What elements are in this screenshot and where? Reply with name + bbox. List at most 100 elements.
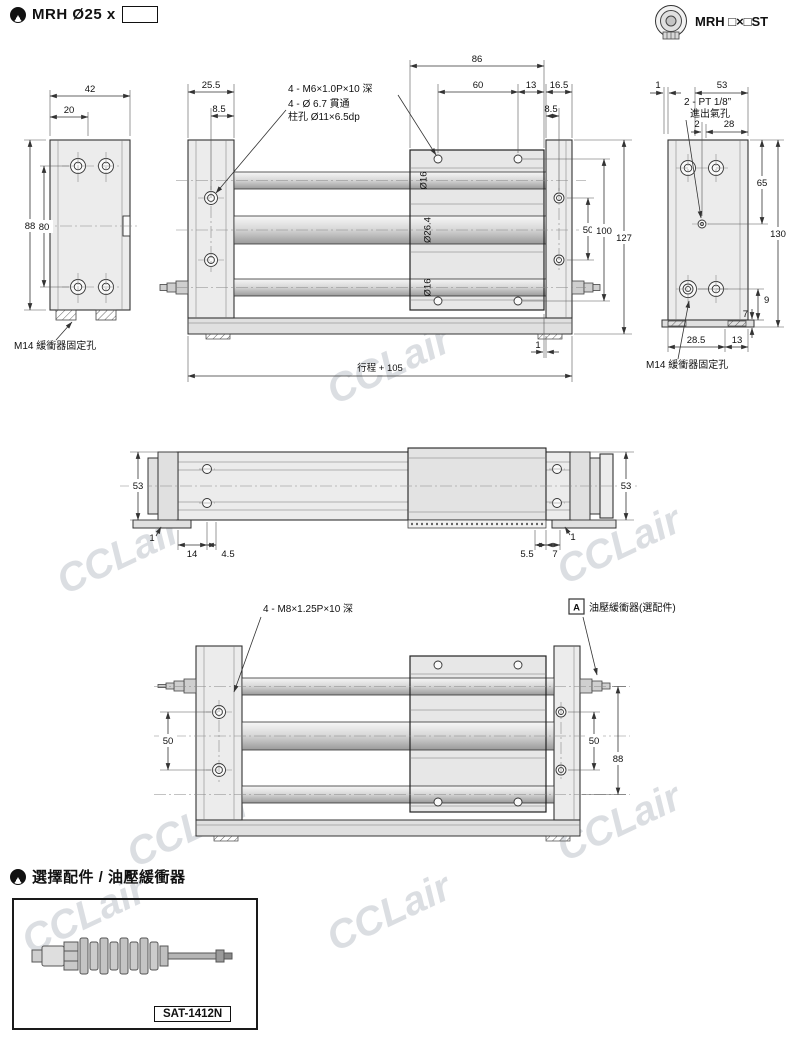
leader-line (215, 109, 287, 194)
dim-28: 28 (724, 119, 735, 130)
note-through-hole-line1: 4 - Ø 6.7 貫通 (288, 98, 350, 110)
shock-absorber-right (579, 678, 611, 694)
note-m14-cushion-hole: M14 緩衝器固定孔 (646, 358, 728, 371)
note-through-hole-line2: 柱孔 Ø11×6.5dp (288, 110, 360, 123)
leader-line (55, 321, 73, 341)
dim-8-5-left: 8.5 (212, 104, 225, 115)
leader-line (233, 616, 262, 693)
dim-5-5: 5.5 (520, 549, 533, 560)
dimensions: 42 20 88 80 (21, 84, 131, 311)
dim-60: 60 (473, 80, 484, 91)
dim-53-left: 53 (133, 481, 144, 492)
dim-20: 20 (64, 105, 75, 116)
mount-foot (537, 333, 563, 340)
leader-line (582, 616, 598, 676)
dimensions: 25.5 8.5 86 60 13 16.5 8.5 50 (187, 54, 636, 382)
leader-line (397, 94, 437, 156)
dim-8-5-right: 8.5 (544, 104, 557, 115)
dim-86: 86 (472, 54, 483, 65)
note-m6-thread: 4 - M6×1.0P×10 深 (288, 83, 373, 95)
dim-42: 42 (85, 84, 96, 95)
dim-9: 9 (764, 295, 769, 306)
dim-2: 2 (694, 119, 699, 130)
brand-bullet-icon (10, 6, 26, 23)
absorber-tail-cap (31, 949, 43, 963)
dim-53-right: 53 (621, 481, 632, 492)
dim-80: 80 (39, 222, 50, 233)
detail-badge-a: A (573, 603, 580, 614)
carriage-block-plan (407, 447, 547, 521)
page-title: MRH Ø25 x (32, 6, 116, 23)
dim-7: 7 (743, 309, 748, 320)
note-air-port-line2: 進出氣孔 (690, 107, 730, 120)
dimensions: 53 53 1 14 4.5 5.5 7 1 (129, 451, 635, 560)
dia-rod-bottom-label: Ø16 (423, 279, 434, 297)
base-plate (187, 317, 573, 335)
absorber-head (41, 945, 65, 967)
stroke-code-box (121, 6, 158, 23)
centerlines (176, 180, 586, 288)
base-plate (195, 819, 581, 837)
brand-bullet-icon (10, 868, 26, 885)
dia-rod-top-label: Ø16 (419, 172, 430, 190)
screw-heads (199, 464, 565, 508)
view-option: 50 50 88 4 - M8×1.25P×10 深 A 油壓緩衝器(選配件) (154, 598, 676, 842)
note-m8-thread: 4 - M8×1.25P×10 深 (263, 603, 353, 615)
absorber-rod (167, 952, 217, 960)
dim-13: 13 (732, 335, 743, 346)
absorber-tip (215, 949, 225, 963)
option-section-header: 選擇配件 / 油壓緩衝器 (10, 866, 186, 887)
brand-icon-core (665, 15, 677, 27)
view-side-left: 42 20 88 80 M14 緩衝器固定孔 (14, 84, 140, 352)
dim-16-5: 16.5 (550, 80, 569, 91)
leader-line (685, 119, 703, 219)
product-model-label: SAT-1412N (154, 1006, 232, 1022)
dim-100: 100 (596, 226, 612, 237)
shock-absorber-figure-box: SAT-1412N (12, 898, 258, 1030)
mount-foot (55, 309, 77, 321)
dim-88: 88 (25, 221, 36, 232)
mount-foot (95, 309, 117, 321)
dim-65: 65 (757, 178, 768, 189)
note-shock-absorber-option: 油壓緩衝器(選配件) (589, 601, 676, 614)
view-side-right: 1 53 2 28 65 130 9 7 (646, 80, 790, 371)
dim-stroke: 行程 + 105 (357, 362, 403, 374)
dim-130: 130 (770, 229, 786, 240)
right-end-plate (553, 645, 581, 821)
foot-plate (551, 519, 617, 529)
dim-50-left: 50 (163, 736, 174, 747)
dim-88: 88 (613, 754, 624, 765)
shock-absorber-figure (31, 937, 233, 975)
centerlines (40, 152, 140, 303)
dim-28-5: 28.5 (687, 335, 706, 346)
dim-4-5: 4.5 (221, 549, 234, 560)
dia-tube-label: Ø26.4 (423, 217, 434, 243)
dim-1-right: 1 (570, 532, 575, 543)
left-end-plate (195, 645, 243, 821)
dim-50: 50 (583, 225, 594, 236)
mount-foot (205, 333, 231, 340)
foot-plate (132, 519, 192, 529)
dim-53: 53 (717, 80, 728, 91)
carriage-screw-holes (433, 154, 523, 306)
view-front: 25.5 8.5 86 60 13 16.5 8.5 50 (159, 54, 636, 382)
dimensions: 1 53 2 28 65 130 9 7 (650, 80, 790, 352)
page-header: MRH Ø25 x (10, 6, 158, 23)
option-section-title: 選擇配件 / 油壓緩衝器 (32, 869, 186, 886)
brand-mark: MRH □×□ST (655, 5, 768, 40)
dim-127: 127 (616, 233, 632, 244)
dim-50-right: 50 (589, 736, 600, 747)
leader-line (677, 300, 690, 360)
watermark-text: CCLair (320, 864, 460, 960)
dim-1: 1 (535, 340, 540, 351)
dim-1: 1 (655, 80, 660, 91)
carriage-screw-holes (433, 660, 523, 807)
dim-13: 13 (526, 80, 537, 91)
note-air-port-line1: 2 - PT 1/8” (684, 97, 731, 108)
dimensions: 50 50 88 (159, 686, 627, 795)
model-code-label: MRH □×□ST (695, 14, 768, 29)
view-top: 53 53 1 14 4.5 5.5 7 1 (120, 447, 640, 560)
dim-7: 7 (552, 549, 557, 560)
